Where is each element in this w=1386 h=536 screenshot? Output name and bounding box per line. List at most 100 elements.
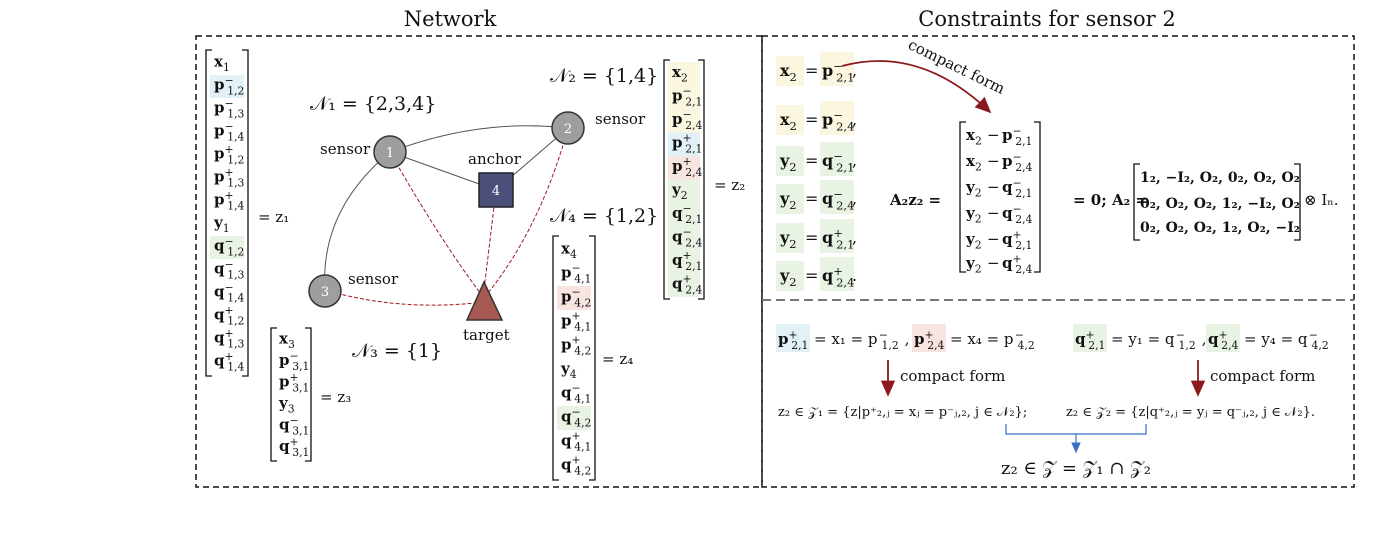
bracket-left: [663, 59, 670, 300]
constraint-rhs: q−2,4: [822, 187, 854, 213]
bracket-left: [959, 121, 966, 273]
a2-row: 0₂, O₂, O₂, 1₂, O₂, −I₂: [1140, 220, 1300, 236]
constraints-title: Constraints for sensor 2: [918, 7, 1176, 31]
bottom-eq-lhs: q+2,4: [1208, 328, 1239, 352]
constraint-lhs: y2: [779, 266, 797, 289]
vector-entry: q+1,4: [214, 350, 245, 374]
highlight: [668, 62, 700, 86]
vector-label: = z₃: [320, 388, 351, 406]
compact-form-arrow-top: [841, 60, 992, 114]
vector-entry: p+4,2: [561, 334, 591, 358]
az-row-b: q+2,1: [1002, 228, 1032, 252]
highlight: [668, 226, 700, 250]
constraint-rhs: q+2,4: [822, 264, 854, 290]
sensor-node-1: 1: [373, 135, 407, 169]
edge-1-3: [324, 151, 391, 291]
bottom-eq-index: −4,2: [1309, 328, 1329, 352]
constraint-rhs: p−2,1: [822, 59, 854, 85]
intersection-bracket: [1005, 424, 1147, 435]
equals-sign: =: [805, 110, 818, 129]
minus-sign: −: [987, 178, 1000, 196]
highlight: [1073, 324, 1107, 352]
vector-z4: x4p−4,1p−4,2p+4,1p+4,2y4q−4,1q−4,2q+4,1q…: [552, 235, 633, 481]
final-set: z₂ ∈ 𝒵 = 𝒵₁ ∩ 𝒵₂: [1001, 458, 1151, 479]
highlight: [776, 324, 810, 352]
svg-text:2: 2: [564, 122, 572, 137]
equals-sign: =: [805, 266, 818, 285]
equals-sign: =: [805, 189, 818, 208]
highlight: [820, 219, 854, 253]
vector-entry: y4: [560, 359, 577, 381]
punctuation: ,: [905, 330, 910, 348]
neighbor-set-3: 𝒩₃ = {1}: [352, 340, 442, 362]
vector-entry: p−1,4: [214, 120, 245, 144]
svg-text:1: 1: [386, 146, 394, 161]
sensor-node-2: 2: [551, 111, 585, 145]
az-row-b: q−2,1: [1002, 176, 1032, 200]
bottom-eq-index: −1,2: [879, 328, 899, 352]
minus-sign: −: [987, 204, 1000, 222]
a2-equals: = 0; A₂ =: [1073, 191, 1148, 209]
bracket-right: [698, 59, 705, 300]
measure-3-target: [324, 289, 485, 306]
punctuation: ,: [852, 189, 857, 208]
compact-form-label-right: compact form: [1210, 367, 1315, 385]
vector-entry: p+2,4: [672, 155, 703, 179]
vector-entry: p−2,4: [672, 108, 703, 132]
bottom-eq-index: −1,2: [1176, 328, 1196, 352]
highlight: [668, 85, 700, 109]
vector-entry: y3: [278, 394, 295, 416]
vector-entry: p−4,2: [561, 286, 591, 310]
vector-entry: x3: [279, 329, 295, 351]
az-row-b: q−2,4: [1002, 202, 1033, 226]
highlight: [668, 250, 700, 274]
vector-entry: p+1,3: [214, 166, 245, 190]
edge-1-2: [389, 125, 569, 153]
target-node: [465, 280, 504, 321]
highlight: [210, 75, 244, 98]
highlight: [557, 406, 591, 430]
vector-entry: p+2,1: [672, 132, 702, 156]
minus-sign: −: [987, 152, 1000, 170]
vector-label: = z₁: [258, 208, 289, 226]
az-row-b: q+2,4: [1002, 252, 1033, 276]
a2-kron-tail: ⊗ Iₙ.: [1304, 191, 1339, 209]
az-row-a: y2: [965, 204, 982, 226]
highlight: [820, 52, 854, 86]
vector-entry: q−4,2: [561, 406, 591, 430]
a2-row: 0₂, O₂, O₂, 1₂, −I₂, O₂: [1140, 196, 1300, 212]
vector-label: = z₄: [602, 350, 633, 368]
constraint-rhs: p−2,4: [822, 108, 854, 134]
vector-z1: x1p−1,2p−1,3p−1,4p+1,2p+1,3p+1,4y1q−1,2q…: [205, 49, 289, 377]
vector-entry: p+1,2: [214, 143, 244, 167]
equals-sign: =: [805, 151, 818, 170]
highlight: [557, 286, 591, 310]
svg-text:3: 3: [321, 285, 329, 300]
bottom-eq-lhs: p+2,1: [778, 328, 808, 352]
compact-form-label-top: compact form: [905, 35, 1008, 97]
bottom-eq-lhs: q+2,1: [1075, 328, 1105, 352]
constraint-rhs: q+2,1: [822, 226, 854, 252]
highlight: [820, 180, 854, 214]
vector-entry: q−4,1: [561, 382, 591, 406]
punctuation: ,: [852, 151, 857, 170]
bottom-eq-rest: = y₁ = q: [1111, 330, 1175, 348]
highlight: [668, 203, 700, 227]
constraints-frame: [761, 35, 1355, 488]
sensor-3-label: sensor: [348, 270, 399, 288]
punctuation: .: [852, 266, 857, 285]
vector-entry: p−4,1: [561, 262, 591, 286]
bracket-right: [1294, 163, 1301, 241]
vector-entry: p−2,1: [672, 85, 702, 109]
az-row-a: y2: [965, 178, 982, 200]
vector-label: = z₂: [714, 176, 745, 194]
equals-sign: =: [805, 61, 818, 80]
neighbor-set-4: 𝒩₄ = {1,2}: [550, 205, 658, 227]
highlight: [668, 179, 700, 203]
highlight: [776, 261, 804, 291]
highlight: [776, 223, 804, 253]
highlight: [776, 146, 804, 176]
vector-entry: q+4,1: [561, 430, 591, 454]
